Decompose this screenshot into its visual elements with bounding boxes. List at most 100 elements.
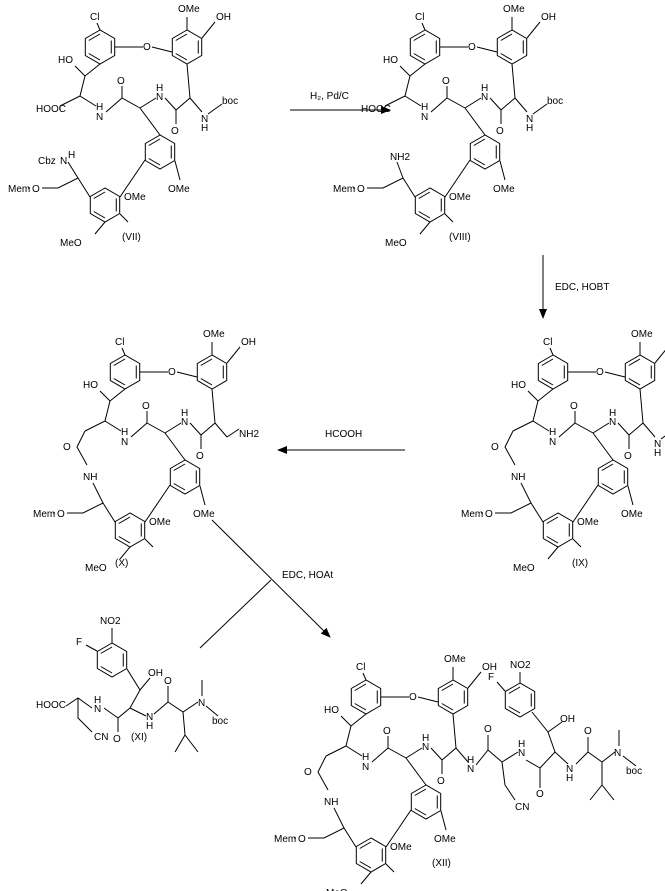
benzene-ring	[537, 354, 569, 390]
bond	[531, 711, 556, 769]
bond	[601, 784, 615, 801]
ether-oxygen-label: O	[57, 509, 65, 520]
methoxy-label: OMe	[168, 184, 190, 195]
bond	[119, 546, 131, 560]
atom-label-h: H	[68, 150, 75, 161]
bond	[512, 400, 539, 432]
amide-n-label: N	[549, 437, 556, 448]
atom-label-h: H	[156, 83, 163, 94]
double-bond	[628, 378, 641, 386]
methoxy-label: OMe	[449, 192, 471, 203]
hydroxyl-label: HO	[383, 55, 398, 66]
bond	[495, 502, 544, 523]
bond	[532, 103, 548, 115]
atom-label-h: H	[362, 752, 369, 763]
double-bond	[413, 53, 426, 61]
bond	[362, 672, 367, 681]
amine-n-label: N	[60, 156, 67, 167]
ether-oxygen-label: O	[298, 834, 306, 845]
methoxy-label: MeO	[326, 888, 348, 891]
bond	[42, 177, 91, 198]
bond	[360, 871, 372, 885]
bond	[308, 827, 357, 848]
double-bond	[473, 158, 486, 166]
bond	[189, 97, 203, 113]
amine-label: NH2	[390, 152, 410, 163]
atom-label-h: H	[467, 755, 474, 766]
bond	[446, 97, 466, 109]
carbonyl-o-label: O	[484, 724, 492, 735]
bond	[501, 751, 519, 763]
carboxyl-label: HOOC	[361, 104, 391, 115]
carbonyl-o-label: O	[496, 126, 504, 137]
arrow-step2: EDC, HOBT	[539, 255, 609, 319]
bond	[526, 21, 541, 39]
double-bond	[546, 516, 559, 524]
ether-oxygen-label: O	[596, 367, 604, 378]
methoxy-label: OMe	[493, 184, 515, 195]
arrow-step4: EDC, HOAt	[199, 519, 333, 649]
amide-n-label: N	[566, 764, 573, 775]
chlorine-label: Cl	[115, 337, 124, 348]
bond	[167, 701, 199, 713]
bond	[96, 22, 101, 31]
double-bond	[118, 516, 131, 524]
nitrile-label: CN	[515, 802, 529, 813]
atom-label-h: H	[96, 102, 103, 113]
methoxy-label: OMe	[390, 842, 412, 853]
carbamate-n-label: N	[201, 114, 208, 125]
bond	[396, 161, 404, 179]
hydroxyl-label: OH	[541, 12, 556, 23]
bond	[525, 759, 541, 788]
bond	[67, 161, 79, 179]
methoxy-label: MeO	[513, 563, 535, 574]
bond	[207, 103, 223, 115]
bond	[440, 810, 447, 831]
reagent-step1: H₂, Pd/C	[310, 91, 349, 102]
double-bond	[414, 788, 427, 796]
carbonyl-o-label: O	[442, 76, 450, 87]
chlorine-label: Cl	[415, 12, 424, 23]
boc-label: boc	[626, 766, 642, 777]
atom-label-h: H	[421, 102, 428, 113]
bond	[500, 63, 516, 111]
bond	[67, 502, 116, 523]
bond	[74, 63, 101, 77]
carbamate-n-label: N	[526, 114, 533, 125]
atom-label-h: H	[94, 695, 101, 706]
benzene-ring	[84, 29, 116, 65]
mem-label: Mem	[33, 509, 55, 520]
amide-n-label: N	[94, 704, 101, 715]
bond	[554, 751, 569, 765]
bond	[430, 747, 443, 774]
carbonyl-o-label: O	[624, 451, 632, 462]
atom-label-h: H	[146, 721, 153, 732]
bond	[121, 347, 126, 356]
bond	[417, 696, 439, 703]
bond	[549, 347, 554, 356]
boc-label: boc	[222, 96, 238, 107]
bond	[404, 95, 422, 107]
bond	[627, 485, 634, 506]
bond	[92, 482, 104, 504]
double-bond	[418, 191, 431, 199]
atom-label-h: H	[654, 448, 661, 459]
methoxy-label: OMe	[193, 509, 215, 520]
amide-n-label: N	[421, 112, 428, 123]
mem-label: Mem	[461, 509, 483, 520]
hydroxyl-label: OH	[216, 12, 231, 23]
bond	[574, 422, 594, 434]
methoxy-label: MeO	[85, 563, 107, 574]
benzene-ring	[355, 837, 387, 873]
benzene-ring	[496, 29, 528, 65]
atom-label-h: H	[121, 427, 128, 438]
bond	[164, 422, 182, 434]
bond	[94, 221, 106, 235]
benzene-ring	[96, 642, 128, 678]
double-bond	[441, 703, 454, 711]
methoxy-label: OMe	[178, 4, 200, 15]
bond	[441, 713, 457, 761]
methoxy-label: OMe	[444, 654, 466, 665]
reagent-step2: EDC, HOBT	[555, 282, 609, 293]
